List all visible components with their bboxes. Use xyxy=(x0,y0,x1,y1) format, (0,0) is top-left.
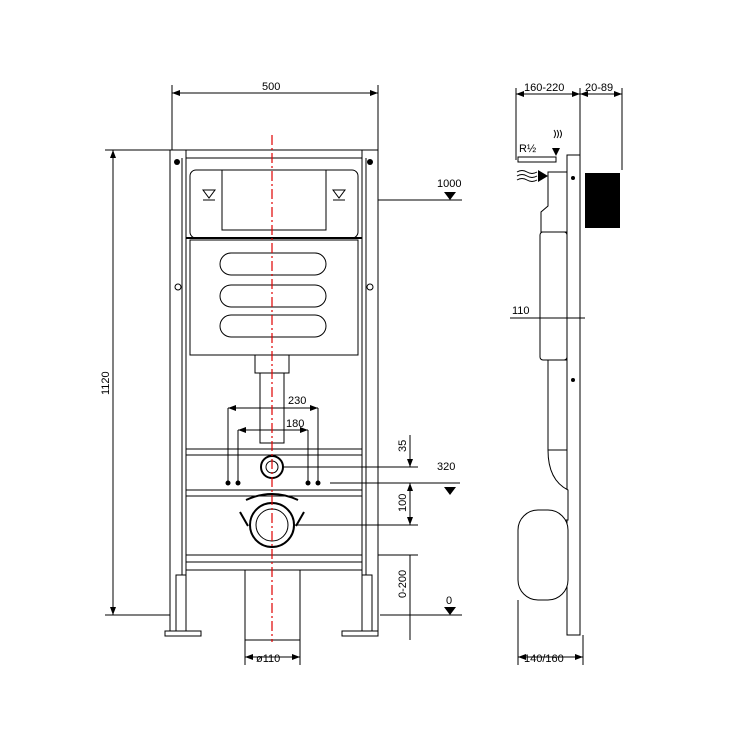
label-230: 230 xyxy=(288,395,306,407)
side-cistern xyxy=(539,231,568,361)
label-r-half: R½ xyxy=(519,143,536,155)
cistern xyxy=(174,159,374,356)
actuator-plate xyxy=(585,173,620,228)
top-bar xyxy=(185,149,363,159)
right-upright xyxy=(361,149,379,634)
left-foot xyxy=(164,630,202,637)
label-100: 100 xyxy=(397,494,409,512)
label-160-220: 160-220 xyxy=(524,82,564,94)
label-d110: ø110 xyxy=(256,653,280,665)
right-foot xyxy=(341,630,379,637)
label-140-160: 140/160 xyxy=(524,653,564,665)
side-view: 160-220 20-89 R½ 110 140/160 xyxy=(510,82,623,665)
label-320: 320 xyxy=(437,461,455,473)
label-35: 35 xyxy=(397,440,409,452)
label-180: 180 xyxy=(286,418,304,430)
label-500: 500 xyxy=(262,81,280,93)
side-frame xyxy=(566,154,581,636)
label-1120: 1120 xyxy=(100,371,112,395)
front-view: 500 1120 xyxy=(100,81,462,665)
left-upright xyxy=(169,149,187,634)
label-0: 0 xyxy=(446,595,452,607)
label-20-89: 20-89 xyxy=(585,82,613,94)
label-0-200: 0-200 xyxy=(397,570,409,598)
label-1000: 1000 xyxy=(437,178,461,190)
dim-frame-height: 1120 xyxy=(100,149,172,616)
dim-frame-width: 500 xyxy=(171,81,379,150)
label-110: 110 xyxy=(512,305,530,317)
